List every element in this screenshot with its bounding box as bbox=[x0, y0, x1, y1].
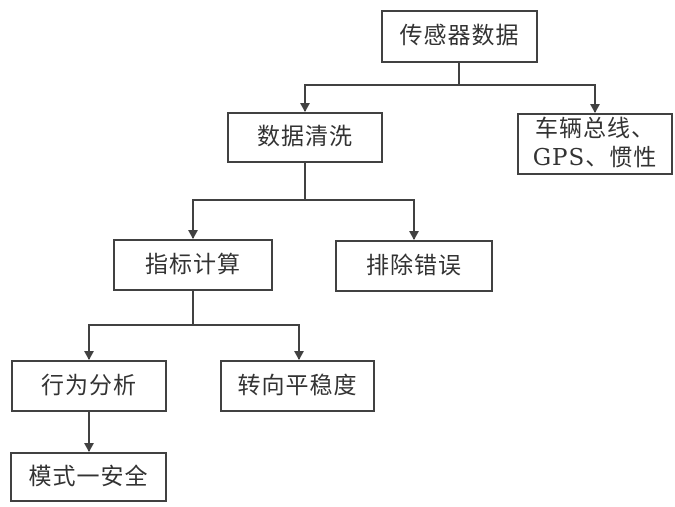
edge-trunk-metric bbox=[89, 291, 299, 326]
node-error-exclusion: 排除错误 bbox=[335, 240, 493, 292]
node-sensor-data-label: 传感器数据 bbox=[399, 23, 520, 49]
node-steering-smoothness: 转向平稳度 bbox=[220, 360, 375, 412]
node-data-cleaning: 数据清洗 bbox=[227, 112, 383, 163]
edge-trunk-sensor bbox=[305, 63, 595, 86]
node-mode-safety: 模式一安全 bbox=[10, 452, 167, 502]
node-behavior-analysis: 行为分析 bbox=[11, 360, 167, 412]
node-steering-smoothness-label: 转向平稳度 bbox=[237, 372, 358, 399]
node-vehicle-bus-gps-inertia: 车辆总线、 GPS、惯性 bbox=[517, 113, 673, 175]
edge-trunk-cleaning bbox=[193, 163, 414, 201]
node-metric-calculation: 指标计算 bbox=[113, 239, 273, 291]
node-vehicle-bus-gps-inertia-label: 车辆总线、 GPS、惯性 bbox=[532, 116, 658, 171]
node-data-cleaning-label: 数据清洗 bbox=[257, 124, 353, 150]
node-error-exclusion-label: 排除错误 bbox=[366, 252, 462, 279]
node-behavior-analysis-label: 行为分析 bbox=[41, 372, 137, 399]
node-metric-calculation-label: 指标计算 bbox=[145, 251, 241, 278]
node-mode-safety-label: 模式一安全 bbox=[28, 463, 149, 490]
node-sensor-data: 传感器数据 bbox=[381, 10, 538, 63]
